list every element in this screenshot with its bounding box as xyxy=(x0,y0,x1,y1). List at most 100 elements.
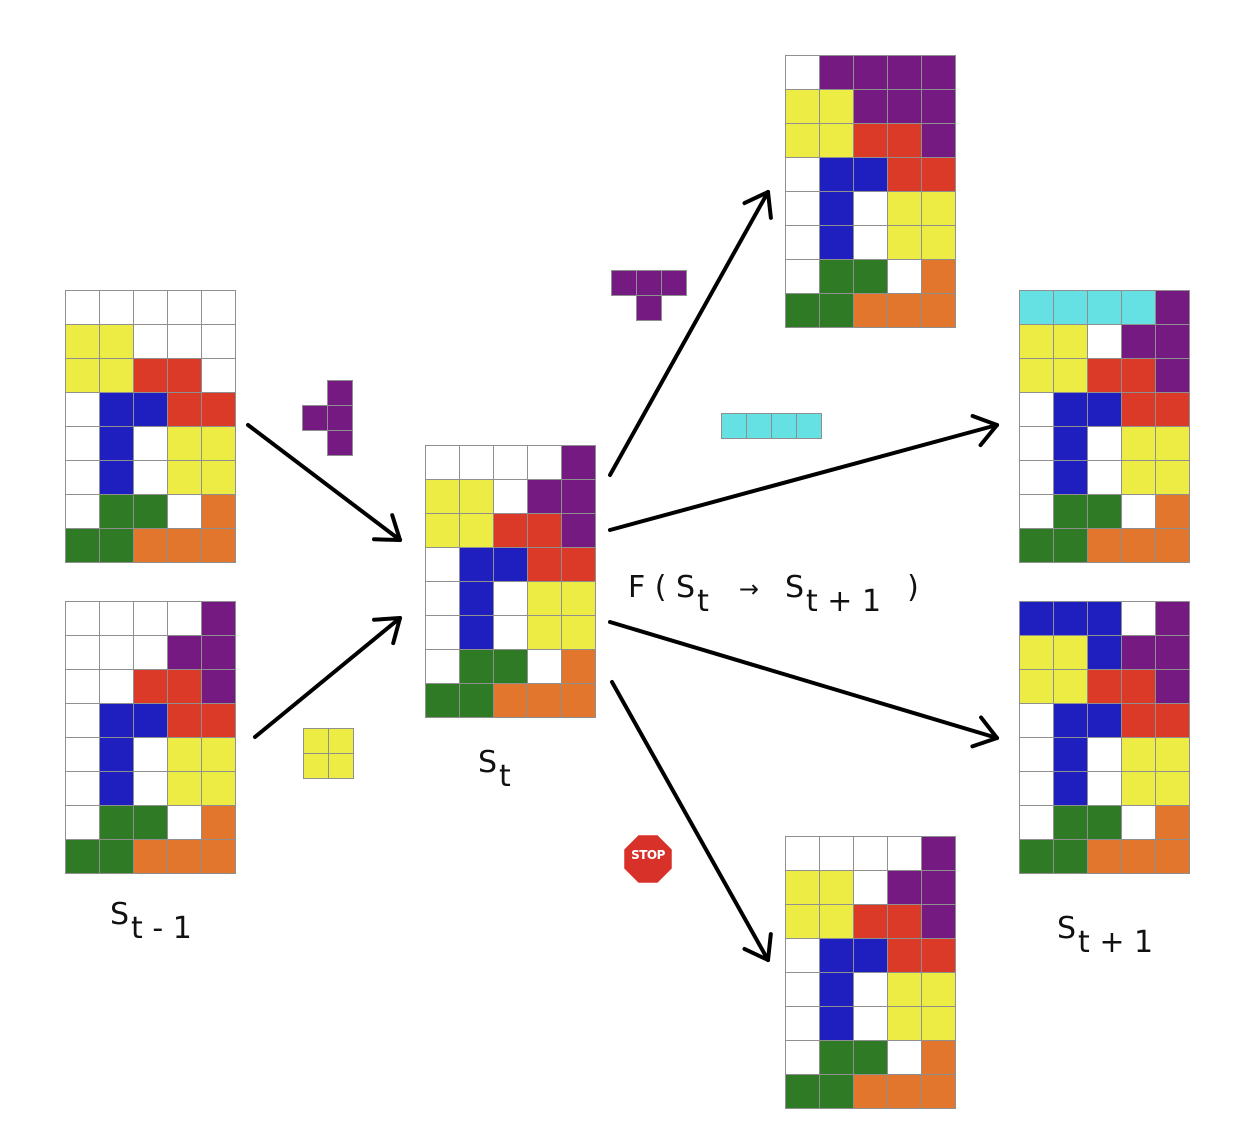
board-cell xyxy=(921,55,956,90)
board-cell xyxy=(819,157,854,192)
board-cell xyxy=(133,460,168,495)
arrow-current-to-next-t xyxy=(608,190,773,477)
board-cell xyxy=(921,972,956,1007)
board-cell xyxy=(887,1074,922,1109)
board-cell xyxy=(921,191,956,226)
board-cell xyxy=(1155,737,1190,772)
board-cell xyxy=(1087,426,1122,461)
board-cell xyxy=(1019,669,1054,704)
piece-cell xyxy=(327,405,353,431)
label-state-current-main: S xyxy=(478,745,498,780)
board-cell xyxy=(167,771,202,806)
board-cell xyxy=(819,89,854,124)
board-next-i xyxy=(1019,290,1190,563)
piece-cell xyxy=(796,413,822,439)
board-cell xyxy=(1053,601,1088,636)
board-cell xyxy=(819,904,854,939)
board-cell xyxy=(1121,771,1156,806)
board-cell xyxy=(887,1006,922,1041)
arrow-current-to-next-stop xyxy=(610,680,773,962)
board-cell xyxy=(201,392,236,427)
board-cell xyxy=(133,669,168,704)
board-cell xyxy=(921,1074,956,1109)
board-cell xyxy=(1019,737,1054,772)
board-cell xyxy=(1155,805,1190,840)
board-cell xyxy=(785,55,820,90)
board-cell xyxy=(65,324,100,359)
board-cell xyxy=(561,615,596,650)
board-cell xyxy=(853,870,888,905)
board-cell xyxy=(1155,528,1190,563)
board-cell xyxy=(785,123,820,158)
board-cell xyxy=(99,290,134,325)
board-cell xyxy=(425,479,460,514)
board-cell xyxy=(819,55,854,90)
board-cell xyxy=(1155,460,1190,495)
board-cell xyxy=(1121,358,1156,393)
board-cell xyxy=(819,870,854,905)
func-sub1: t xyxy=(697,584,709,619)
board-cell xyxy=(1053,839,1088,874)
board-cell xyxy=(853,89,888,124)
board-cell xyxy=(1087,737,1122,772)
arrow-current-to-next-i xyxy=(608,413,999,532)
board-cell xyxy=(1087,460,1122,495)
board-cell xyxy=(1053,771,1088,806)
board-cell xyxy=(887,836,922,871)
piece-cell xyxy=(636,295,662,321)
arrow-prev-a-to-current xyxy=(246,423,402,542)
board-cell xyxy=(99,737,134,772)
board-cell xyxy=(819,938,854,973)
label-state-current: St xyxy=(478,745,511,792)
board-cell xyxy=(1121,324,1156,359)
board-cell xyxy=(785,836,820,871)
board-cell xyxy=(1053,635,1088,670)
board-cell xyxy=(527,445,562,480)
board-cell xyxy=(167,290,202,325)
board-cell xyxy=(1053,703,1088,738)
board-cell xyxy=(201,494,236,529)
board-cell xyxy=(99,324,134,359)
board-cell xyxy=(887,157,922,192)
board-cell xyxy=(167,669,202,704)
board-cell xyxy=(853,191,888,226)
board-cell xyxy=(1121,392,1156,427)
func-arrow: → xyxy=(738,575,759,603)
label-state-next-main: S xyxy=(1057,911,1077,946)
board-cell xyxy=(1019,324,1054,359)
board-cell xyxy=(887,123,922,158)
board-cell xyxy=(1087,839,1122,874)
board-cell xyxy=(785,1074,820,1109)
board-cell xyxy=(167,635,202,670)
board-cell xyxy=(853,938,888,973)
board-cell xyxy=(201,669,236,704)
board-cell xyxy=(561,547,596,582)
board-cell xyxy=(887,870,922,905)
board-cell xyxy=(887,191,922,226)
board-cell xyxy=(561,445,596,480)
board-cell xyxy=(1155,392,1190,427)
piece-cell xyxy=(721,413,747,439)
board-cell xyxy=(853,1040,888,1075)
label-state-prev-sub: t - 1 xyxy=(131,911,192,946)
piece-cell xyxy=(302,405,328,431)
board-cell xyxy=(785,1040,820,1075)
board-cell xyxy=(887,293,922,328)
board-cell xyxy=(133,805,168,840)
board-cell xyxy=(133,324,168,359)
board-cell xyxy=(527,649,562,684)
board-cell xyxy=(785,938,820,973)
board-cell xyxy=(819,225,854,260)
board-cell xyxy=(167,392,202,427)
board-cell xyxy=(1121,426,1156,461)
board-cell xyxy=(201,601,236,636)
board-cell xyxy=(133,426,168,461)
board-cell xyxy=(167,601,202,636)
board-cell xyxy=(1019,635,1054,670)
board-cell xyxy=(819,1074,854,1109)
board-cell xyxy=(819,1006,854,1041)
board-cell xyxy=(1053,494,1088,529)
board-cell xyxy=(1053,737,1088,772)
board-cell xyxy=(921,904,956,939)
board-prev-a xyxy=(65,290,236,563)
